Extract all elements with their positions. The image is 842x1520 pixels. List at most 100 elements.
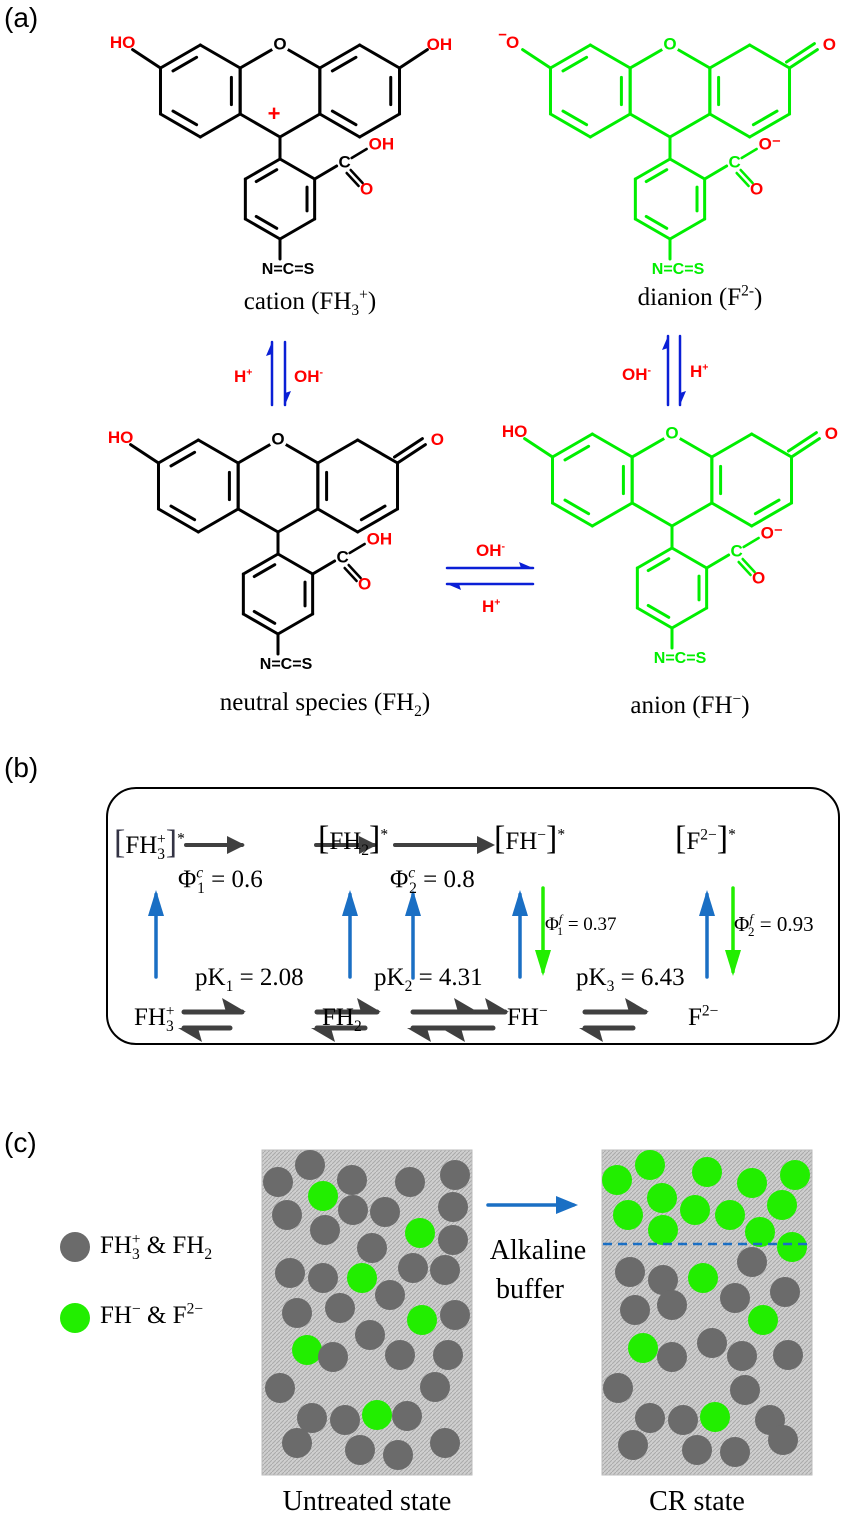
- left-charge: −: [498, 27, 507, 44]
- ground-fh2: FH2: [322, 1004, 362, 1035]
- conversion-arrow-2b-head: [477, 836, 495, 854]
- carboxyl-top: OH: [367, 529, 393, 548]
- ring-bond: [750, 501, 794, 528]
- bond: [741, 557, 756, 574]
- ring-bond: [588, 112, 632, 139]
- gray-molecule-dot: [370, 1197, 400, 1227]
- eq-arrow-up-head: [662, 336, 668, 350]
- carboxyl-bottom: O: [750, 179, 763, 198]
- eq-back-head: [407, 1028, 431, 1042]
- eq-right-h: H+: [690, 361, 709, 381]
- ring-bond: [590, 501, 634, 528]
- gray-molecule-dot: [275, 1258, 305, 1288]
- green-molecule-dot: [737, 1168, 767, 1198]
- gray-molecule-dot: [297, 1403, 327, 1433]
- bond: [396, 443, 427, 465]
- gray-molecule-dot: [657, 1342, 687, 1372]
- ring-bond: [590, 432, 634, 459]
- ring-bond: [748, 112, 792, 139]
- pk1: pK1 = 2.08: [195, 964, 304, 995]
- eq-left-h: H+: [234, 366, 253, 386]
- caption-cr: CR state: [649, 1486, 745, 1517]
- phi-c1: Φc1 = 0.6: [178, 864, 263, 897]
- double-bond: [254, 168, 279, 184]
- gray-molecule-dot: [433, 1340, 463, 1370]
- cation-charge: +: [268, 101, 281, 126]
- caption-cation: cation (FH3+): [243, 286, 377, 319]
- emission-arrow-1-head: [535, 950, 551, 976]
- right-group: OH: [427, 35, 453, 54]
- emission-arrow-2-head: [725, 950, 741, 976]
- legend-green-dot: [60, 1303, 90, 1333]
- legend-gray-dot: [60, 1232, 90, 1262]
- ground-fh3: FH3+: [134, 1002, 175, 1035]
- ring-bond: [708, 43, 752, 70]
- legend-deprotonated: FH− & F2−: [100, 1300, 204, 1329]
- caption-anion: anion (FH−): [630, 690, 750, 719]
- gray-molecule-dot: [615, 1257, 645, 1287]
- green-molecule-dot: [362, 1400, 392, 1430]
- pyran-oxygen: O: [665, 423, 678, 442]
- gray-molecule-dot: [697, 1328, 727, 1358]
- eq-back-head: [311, 1028, 335, 1042]
- bond: [313, 164, 339, 181]
- gray-molecule-dot: [635, 1403, 665, 1433]
- gray-molecule-dot: [318, 1342, 348, 1372]
- pyran-oxygen: O: [663, 34, 676, 53]
- ring-bond: [316, 438, 360, 465]
- gray-molecule-dot: [337, 1165, 367, 1195]
- gray-molecule-dot: [730, 1375, 760, 1405]
- eq-arrow-down-head: [680, 391, 686, 405]
- double-bond: [646, 603, 671, 619]
- pyran-oxygen: O: [271, 429, 284, 448]
- ring-bond: [550, 432, 594, 459]
- ring-bond: [278, 217, 317, 241]
- double-bond: [644, 168, 669, 184]
- excited-fh-: [FH−]*: [494, 820, 566, 857]
- ring-bond: [668, 217, 707, 241]
- ring-bond: [710, 501, 754, 528]
- phi-c2-label: Φc2 = 0.8: [390, 864, 475, 897]
- bond: [703, 164, 729, 181]
- carboxyl-top: O⁻: [761, 523, 783, 542]
- gray-molecule-dot: [310, 1215, 340, 1245]
- gray-molecule-dot: [603, 1373, 633, 1403]
- green-molecule-dot: [647, 1183, 677, 1213]
- double-bond: [169, 450, 197, 468]
- double-bond: [737, 560, 752, 577]
- ring-bond: [548, 43, 592, 70]
- gray-molecule-dot: [385, 1340, 415, 1370]
- eq-forward-head: [454, 998, 478, 1012]
- bond: [129, 443, 160, 465]
- ring-bond: [670, 606, 709, 630]
- carboxyl-bottom: O: [360, 179, 373, 198]
- ring-bond: [236, 507, 280, 534]
- gray-molecule-dot: [668, 1405, 698, 1435]
- gray-molecule-dot: [355, 1320, 385, 1350]
- conversion-arrow-1-head: [227, 836, 245, 854]
- gray-molecule-dot: [438, 1225, 468, 1255]
- bond: [348, 542, 366, 555]
- arrow-label-alkaline: Alkaline: [489, 1235, 587, 1266]
- ring-bond: [196, 438, 240, 465]
- panel-label-b: (b): [4, 752, 39, 783]
- green-molecule-dot: [635, 1150, 665, 1180]
- caption-dianion: dianion (F2-): [637, 282, 763, 311]
- green-molecule-dot: [407, 1305, 437, 1335]
- carboxyl-carbon: C: [337, 547, 349, 566]
- ring-bond: [668, 157, 707, 181]
- bond: [739, 168, 754, 185]
- green-molecule-dot: [308, 1181, 338, 1211]
- gray-molecule-dot: [620, 1295, 650, 1325]
- bond: [790, 437, 821, 459]
- double-bond: [254, 214, 279, 230]
- bond: [788, 48, 819, 70]
- ring-bond: [318, 112, 362, 139]
- ring-bond: [708, 112, 752, 139]
- gray-molecule-dot: [383, 1440, 413, 1470]
- eq-back-head: [178, 1028, 202, 1042]
- gray-molecule-dot: [330, 1405, 360, 1435]
- bond: [523, 437, 554, 459]
